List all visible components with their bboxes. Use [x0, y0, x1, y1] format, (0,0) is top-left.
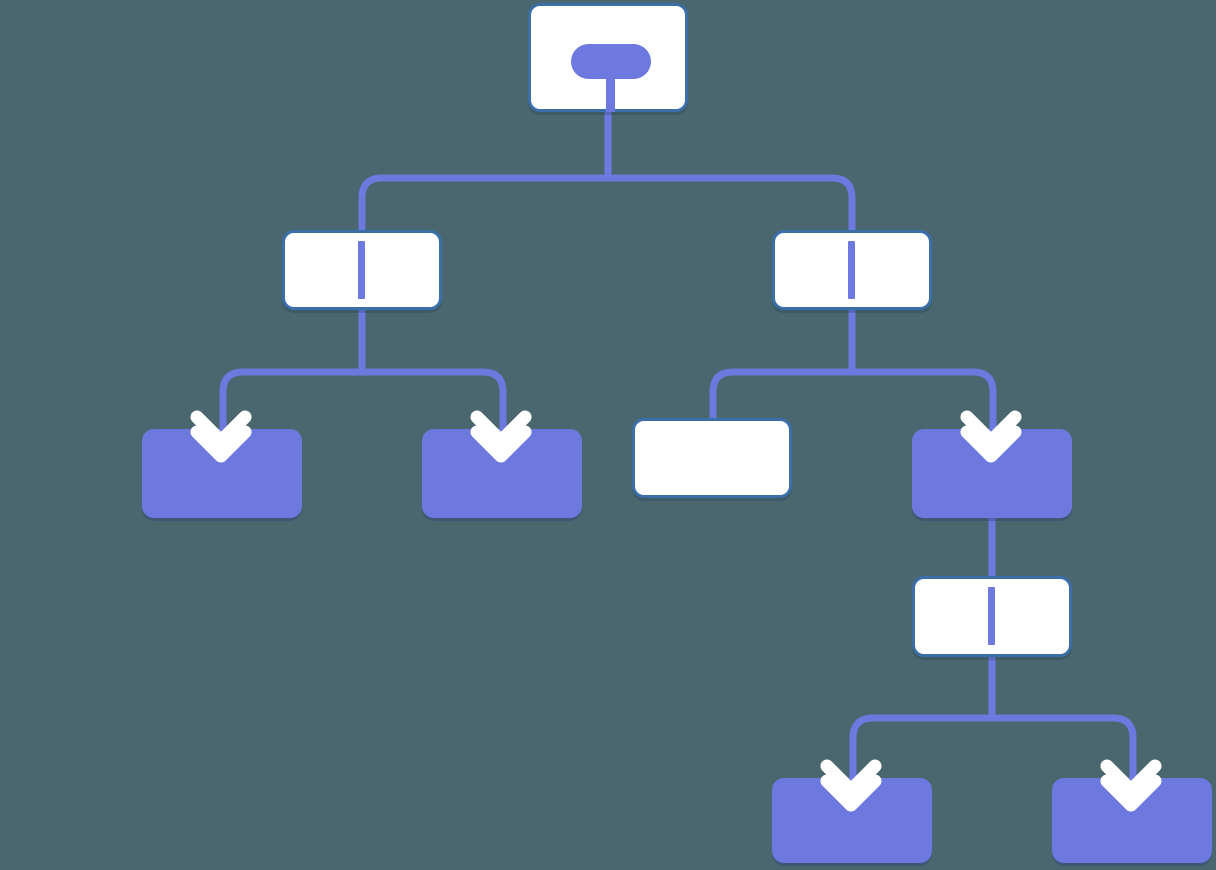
node-l1-left-line-glyph: [358, 241, 365, 299]
node-l1-right-line-glyph: [848, 241, 855, 299]
node-l3[interactable]: [912, 576, 1072, 657]
root-pill-stem-glyph: [606, 72, 615, 112]
node-l2-c[interactable]: [632, 418, 792, 498]
node-l2-a[interactable]: [142, 429, 302, 518]
node-root[interactable]: [528, 3, 688, 112]
node-l1-right[interactable]: [772, 230, 932, 310]
node-l4-b[interactable]: [1052, 778, 1212, 863]
node-l2-b[interactable]: [422, 429, 582, 518]
node-l3-line-glyph: [988, 587, 995, 645]
node-l4-a[interactable]: [772, 778, 932, 863]
node-l2-d[interactable]: [912, 429, 1072, 518]
node-l1-left[interactable]: [282, 230, 442, 310]
